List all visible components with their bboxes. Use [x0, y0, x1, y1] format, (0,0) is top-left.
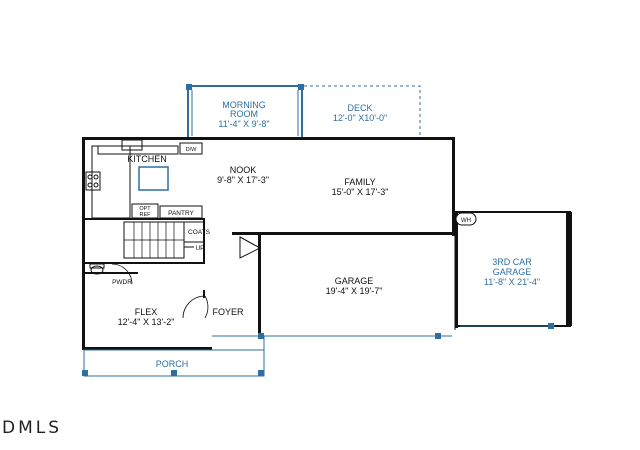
opt-ref-label-line2: REF	[140, 212, 152, 218]
foyer-name: FOYER	[212, 307, 244, 317]
coats-label: COATS	[188, 229, 211, 236]
mls-watermark: DMLS	[2, 418, 63, 438]
powder-room-label: PWDR	[112, 279, 132, 286]
dishwasher-label: D/W	[186, 147, 198, 153]
family-size: 15'-0" X 17'-3"	[332, 187, 389, 197]
nook-name: NOOK	[230, 165, 257, 175]
deck-size: 12'-0" X10'-0"	[333, 113, 387, 123]
water-heater-icon	[455, 212, 477, 226]
third-car-garage-name-line1: 3RD CAR	[492, 257, 532, 267]
porch-outline	[82, 335, 265, 377]
stairs	[123, 221, 205, 259]
powder-room	[89, 263, 133, 285]
deck-name: DECK	[347, 103, 372, 113]
water-heater-label: WH	[461, 218, 471, 224]
flex-name: FLEX	[135, 307, 158, 317]
nook-size: 9'-8" X 17'-3"	[217, 175, 269, 185]
morning-room-name-line1: MORNING	[222, 100, 266, 110]
flex-size: 12'-4" X 13'-2"	[118, 317, 175, 327]
family-name: FAMILY	[344, 177, 375, 187]
garage-name: GARAGE	[335, 276, 374, 286]
third-car-garage-name-line2: GARAGE	[493, 267, 532, 277]
porch-name: PORCH	[156, 359, 189, 369]
third-car-garage-size: 11'-8" X 21'-4"	[484, 277, 540, 287]
morning-room-size: 11'-4" X 9'-8"	[218, 119, 269, 129]
kitchen-name: KITCHEN	[127, 154, 167, 164]
pantry-label: PANTRY	[168, 210, 194, 217]
opt-ref-label-line1: OPT	[139, 206, 151, 212]
flex-foyer-doors	[182, 236, 262, 319]
stair-up-label: UP	[195, 245, 204, 252]
morning-room-name-line2: ROOM	[230, 109, 258, 119]
third-car-garage-walls	[455, 211, 572, 329]
kitchen-fixtures	[85, 139, 203, 219]
deck-outline	[304, 85, 421, 138]
garage-size: 19'-4" X 19'-7"	[326, 286, 383, 296]
